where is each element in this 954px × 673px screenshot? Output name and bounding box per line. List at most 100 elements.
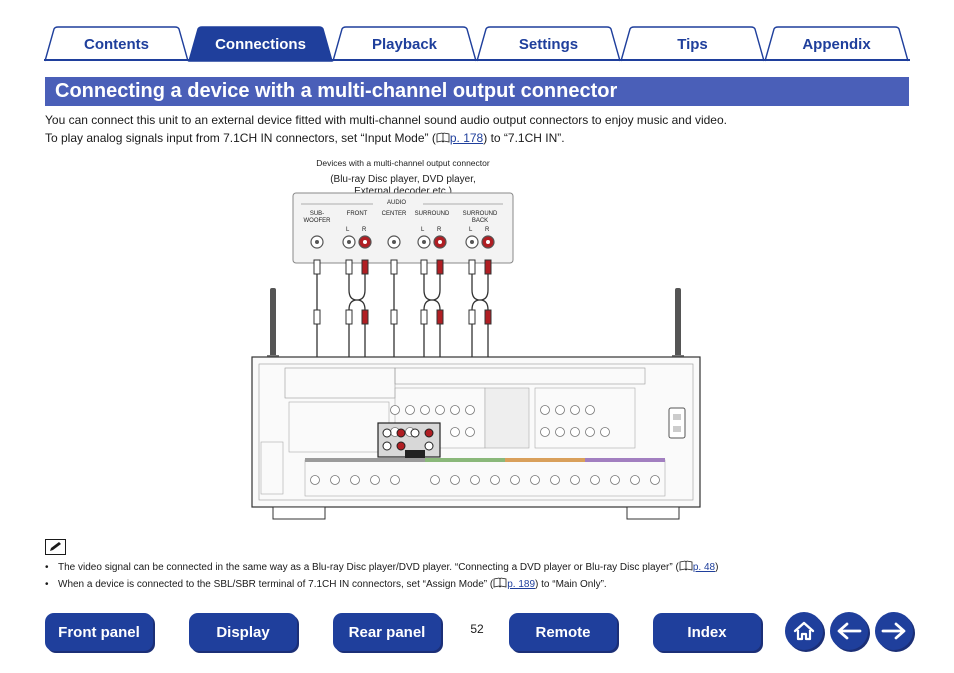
plugs — [313, 259, 492, 325]
page-number: 52 — [470, 622, 484, 636]
receiver-jack — [310, 475, 320, 485]
home-button[interactable] — [785, 612, 823, 650]
multichannel-in-jack — [424, 428, 434, 438]
receiver-jack — [570, 405, 580, 415]
tab-shape — [44, 26, 189, 62]
receiver-jack — [390, 475, 400, 485]
tab-underline — [44, 59, 910, 61]
receiver-jack — [490, 475, 500, 485]
tab-playback[interactable]: Playback — [332, 26, 477, 62]
tab-settings[interactable]: Settings — [476, 26, 621, 62]
multichannel-in-jack — [382, 428, 392, 438]
tab-contents[interactable]: Contents — [44, 26, 189, 62]
front-l-label: L — [346, 227, 350, 233]
bullet-icon: • — [45, 562, 49, 573]
receiver-jack — [600, 427, 610, 437]
receiver-jack — [405, 405, 415, 415]
front-panel-button[interactable]: Front panel — [45, 613, 153, 651]
home-icon — [793, 621, 815, 641]
surround-label: SURROUND — [414, 211, 450, 217]
receiver-jack — [450, 475, 460, 485]
tab-label: Tips — [677, 35, 708, 53]
surround-r-label: R — [437, 227, 442, 233]
receiver-jack — [555, 405, 565, 415]
receiver-jack — [465, 405, 475, 415]
receiver-jack — [530, 475, 540, 485]
note-text: ) to “Main Only”. — [535, 579, 607, 590]
note-text: The video signal can be connected in the… — [58, 562, 679, 573]
receiver-jack — [390, 405, 400, 415]
receiver-jack — [570, 427, 580, 437]
display-button[interactable]: Display — [189, 613, 297, 651]
tab-shape — [764, 26, 909, 62]
device-examples: (Blu-ray Disc player, DVD player, Extern… — [330, 174, 476, 197]
receiver-jack — [510, 475, 520, 485]
device-caption: Devices with a multi-channel output conn… — [316, 158, 490, 168]
receiver-jack — [590, 475, 600, 485]
title-bar: Connecting a device with a multi-channel… — [45, 77, 909, 106]
rear-panel-button[interactable]: Rear panel — [333, 613, 441, 651]
tab-shape — [188, 26, 333, 62]
tab-tips[interactable]: Tips — [620, 26, 765, 62]
note-text: ) — [715, 562, 719, 573]
page-ref-icon — [679, 560, 693, 571]
front-r-label: R — [362, 227, 367, 233]
multichannel-in-jack — [410, 428, 420, 438]
diagram-art — [251, 192, 701, 520]
receiver-jack — [330, 475, 340, 485]
receiver-jack — [370, 475, 380, 485]
intro-line-2: To play analog signals input from 7.1CH … — [45, 131, 565, 146]
page-link-48[interactable]: p. 48 — [692, 562, 716, 573]
source-jacks — [310, 235, 495, 249]
receiver-jack — [430, 475, 440, 485]
arrow-left-icon — [837, 622, 862, 640]
receiver-jack — [610, 475, 620, 485]
surround-back-label: SURROUND BACK — [462, 211, 498, 224]
note-pencil-icon — [45, 539, 66, 555]
back-button[interactable] — [830, 612, 868, 650]
receiver-jack — [465, 427, 475, 437]
subwoofer-label: SUB- WOOFER — [303, 211, 331, 224]
receiver-jacks — [310, 405, 660, 485]
surround-back-r-label: R — [485, 227, 490, 233]
receiver-jack — [450, 405, 460, 415]
note-item: •When a device is connected to the SBL/S… — [45, 577, 607, 591]
page-link-189[interactable]: p. 189 — [507, 579, 536, 590]
intro-text: To play analog signals input from 7.1CH … — [45, 131, 436, 145]
receiver-jack — [470, 475, 480, 485]
receiver-jack — [450, 427, 460, 437]
arrow-right-icon — [881, 622, 906, 640]
audio-label: AUDIO — [387, 200, 407, 206]
receiver-jack — [550, 475, 560, 485]
receiver-jack — [570, 475, 580, 485]
center-label: CENTER — [381, 211, 407, 217]
tab-label: Settings — [518, 35, 579, 53]
receiver-jack — [540, 405, 550, 415]
tab-connections[interactable]: Connections — [188, 26, 333, 62]
tab-appendix[interactable]: Appendix — [764, 26, 909, 62]
page-ref-icon — [493, 577, 507, 588]
surround-l-label: L — [421, 227, 425, 233]
intro-line-1: You can connect this unit to an external… — [45, 113, 727, 127]
tab-label: Appendix — [802, 35, 871, 53]
multichannel-in-jack — [396, 428, 406, 438]
tab-shape — [332, 26, 477, 62]
receiver-jack — [585, 427, 595, 437]
receiver-jack — [650, 475, 660, 485]
index-button[interactable]: Index — [653, 613, 761, 651]
receiver-jack — [630, 475, 640, 485]
tab-shape — [476, 26, 621, 62]
note-item: • The video signal can be connected in th… — [45, 560, 718, 574]
forward-button[interactable] — [875, 612, 913, 650]
page-title: Connecting a device with a multi-channel… — [55, 80, 618, 102]
remote-button[interactable]: Remote — [509, 613, 617, 651]
receiver-rear-panel — [251, 356, 701, 520]
receiver-jack — [420, 405, 430, 415]
multichannel-in-jack — [424, 441, 434, 451]
tab-label: Contents — [84, 35, 149, 53]
connection-diagram: Devices with a multi-channel output conn… — [245, 150, 705, 525]
page-link-178[interactable]: p. 178 — [449, 131, 484, 145]
tab-label: Playback — [371, 35, 438, 53]
multichannel-in-jack — [396, 441, 406, 451]
receiver-jack — [350, 475, 360, 485]
